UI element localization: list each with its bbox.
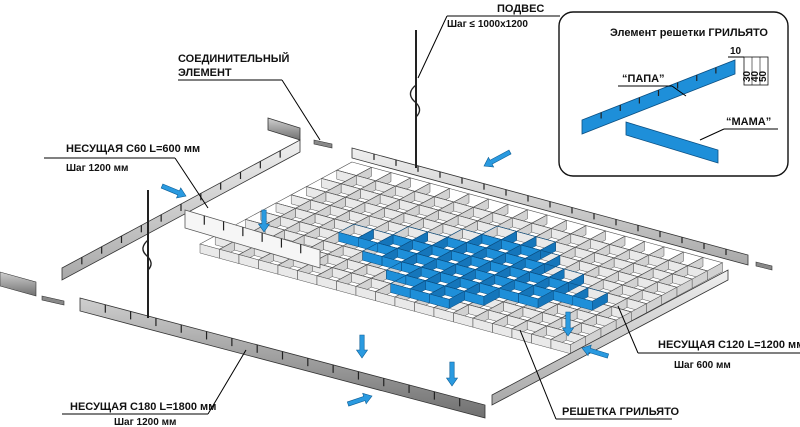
blue-lamella	[448, 290, 465, 309]
connector-line2: ЭЛЕМЕНТ	[178, 67, 232, 79]
mama-label: “МАМА”	[726, 116, 771, 128]
c60-title: НЕСУЩАЯ С60 L=600 мм	[66, 143, 200, 155]
papa-label: “ПАПА”	[622, 73, 665, 85]
c120-title: НЕСУЩАЯ С120 L=1200 мм	[658, 339, 800, 351]
inset-width-dim: 10	[730, 46, 742, 57]
callout-grid: РЕШЕТКА ГРИЛЬЯТО	[519, 329, 680, 420]
blue-grilyato-cells	[337, 223, 609, 311]
callout-c60: НЕСУЩАЯ С60 L=600 мм Шаг 1200 мм	[44, 143, 209, 209]
c180-step: Шаг 1200 мм	[114, 417, 176, 427]
hanger-icon	[142, 30, 421, 318]
profile-c180-front	[79, 297, 486, 419]
grid-title: РЕШЕТКА ГРИЛЬЯТО	[562, 406, 680, 418]
c60-step: Шаг 1200 мм	[66, 163, 128, 174]
arrow-icon	[257, 209, 271, 233]
connector-icon	[0, 139, 773, 306]
inset-height-50: 50	[758, 70, 769, 82]
inset-title: Элемент решетки ГРИЛЬЯТО	[610, 27, 768, 39]
callout-hanger: ПОДВЕС Шаг ≤ 1000x1200	[417, 3, 560, 79]
arrow-icon	[483, 149, 512, 168]
arrow-icon	[445, 361, 459, 387]
callout-connector: СОЕДИНИТЕЛЬНЫЙ ЭЛЕМЕНТ	[178, 52, 321, 141]
arrow-icon	[561, 311, 575, 337]
profile-c60-left	[61, 117, 301, 281]
inset-panel: Элемент решетки ГРИЛЬЯТО 10 30 40 50 “ПА…	[558, 11, 789, 177]
hanger-step: Шаг ≤ 1000x1200	[447, 19, 528, 30]
grid-cells	[199, 161, 724, 355]
c180-title: НЕСУЩАЯ С180 L=1800 мм	[70, 401, 216, 413]
grid-lamella	[199, 243, 220, 259]
arrow-icon	[160, 183, 187, 199]
profile-c60-white	[184, 209, 321, 269]
profile-c120-back	[351, 147, 749, 266]
blue-lamella	[483, 287, 500, 306]
connector-line1: СОЕДИНИТЕЛЬНЫЙ	[178, 52, 290, 65]
callout-c120: НЕСУЩАЯ С120 L=1200 мм Шаг 600 мм	[617, 305, 800, 371]
hanger-title: ПОДВЕС	[497, 3, 544, 15]
blue-lamella	[537, 290, 554, 309]
inset-height-40: 40	[750, 70, 761, 82]
inset-height-30: 30	[742, 70, 753, 82]
arrow-icon	[581, 344, 610, 359]
callout-c180: НЕСУЩАЯ С180 L=1800 мм Шаг 1200 мм	[62, 349, 247, 427]
profile-c120-front	[491, 269, 729, 406]
arrow-icon	[346, 392, 373, 407]
blue-lamella	[592, 292, 608, 311]
arrow-icon	[355, 334, 369, 359]
c120-step: Шаг 600 мм	[674, 360, 731, 371]
arrow-icon	[160, 149, 610, 407]
